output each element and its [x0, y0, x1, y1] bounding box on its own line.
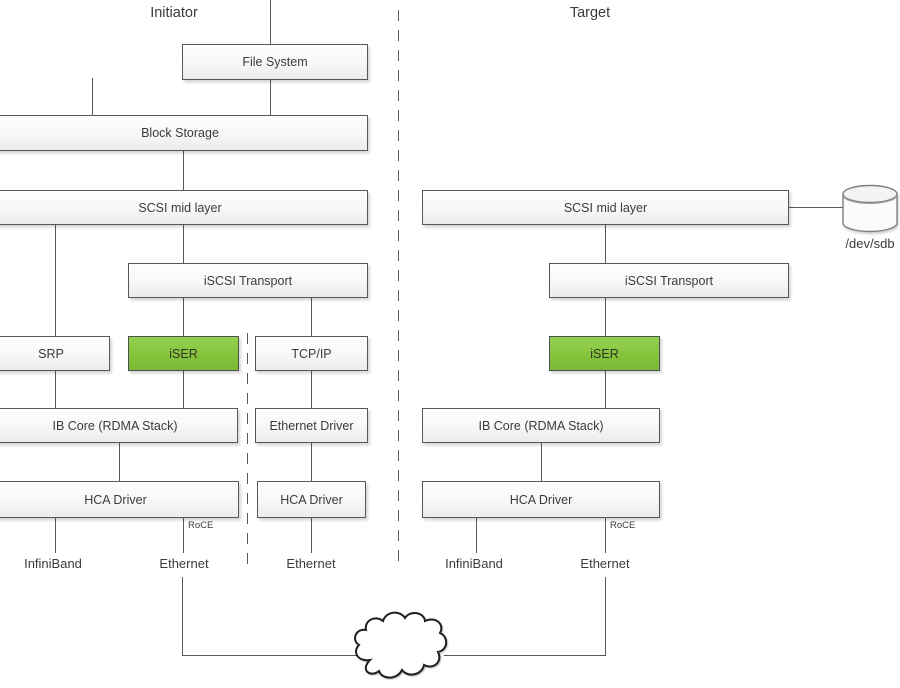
initiator-infiniband-label: InfiniBand [24, 556, 82, 571]
connector-cloud-to-target [444, 655, 606, 656]
target-title: Target [569, 5, 611, 21]
box-target-scsi-mid-layer: SCSI mid layer [422, 190, 789, 225]
box-initiator-iscsi-transport: iSCSI Transport [128, 263, 368, 298]
connector-target-scsi-to-iscsi [605, 225, 606, 263]
connector-iser-to-ibcore [183, 371, 184, 408]
box-target-iser: iSER [549, 336, 660, 371]
connector-target-hca-to-infiniband [476, 518, 477, 553]
box-srp: SRP [0, 336, 110, 371]
box-initiator-ib-core: IB Core (RDMA Stack) [0, 408, 238, 443]
connector-stub-to-block-storage [92, 78, 93, 115]
connector-srp-to-ibcore [55, 371, 56, 408]
connector-target-ethernet-down [605, 577, 606, 655]
connector-target-iser-to-ibcore [605, 371, 606, 408]
initiator-title: Initiator [150, 5, 198, 21]
target-ethernet-label: Ethernet [580, 556, 630, 571]
box-target-iscsi-transport: iSCSI Transport [549, 263, 789, 298]
rdma-tcp-divider-dashed-line [247, 333, 248, 573]
disk-device-label: /dev/sdb [845, 236, 895, 251]
box-initiator-hca-driver-eth: HCA Driver [257, 481, 366, 518]
box-initiator-iser: iSER [128, 336, 239, 371]
connector-hcaeth-to-ethernet [311, 518, 312, 553]
connector-ibcore-to-hca [119, 443, 120, 481]
connector-file-system-to-block-storage [270, 80, 271, 115]
initiator-target-divider-dashed-line [398, 10, 399, 568]
connector-scsi-to-srp [55, 225, 56, 336]
connector-target-iscsi-to-iser [605, 298, 606, 336]
box-target-hca-driver: HCA Driver [422, 481, 660, 518]
connector-hca-to-ethernet-roce [183, 518, 184, 553]
connector-iscsi-to-tcpip [311, 298, 312, 336]
connector-target-hca-to-ethernet-roce [605, 518, 606, 553]
box-target-ib-core: IB Core (RDMA Stack) [422, 408, 660, 443]
box-ethernet-driver: Ethernet Driver [255, 408, 368, 443]
connector-tcpip-to-ethernet-driver [311, 371, 312, 408]
initiator-roce-label: RoCE [188, 520, 214, 531]
box-block-storage: Block Storage [0, 115, 368, 151]
box-file-system: File System [182, 44, 368, 80]
box-initiator-scsi-mid-layer: SCSI mid layer [0, 190, 368, 225]
disk-cylinder-icon [842, 184, 898, 233]
network-cloud-icon [354, 611, 448, 679]
initiator-ethernet-tcp-label: Ethernet [286, 556, 336, 571]
connector-hca-to-infiniband [55, 518, 56, 553]
connector-initiator-ethernet-down [182, 577, 183, 655]
connector-iscsi-to-iser [183, 298, 184, 336]
initiator-ethernet-rdma-label: Ethernet [159, 556, 209, 571]
target-roce-label: RoCE [610, 520, 636, 531]
box-tcp-ip: TCP/IP [255, 336, 368, 371]
connector-scsi-to-disk [789, 207, 843, 208]
connector-initiator-to-cloud [182, 655, 357, 656]
connector-block-storage-to-scsi [183, 151, 184, 190]
connector-top-to-file-system [270, 0, 271, 44]
connector-scsi-to-iscsi-transport [183, 225, 184, 263]
target-infiniband-label: InfiniBand [445, 556, 503, 571]
connector-target-ibcore-to-hca [541, 443, 542, 481]
connector-ethdriver-to-hca [311, 443, 312, 481]
box-initiator-hca-driver-rdma: HCA Driver [0, 481, 239, 518]
